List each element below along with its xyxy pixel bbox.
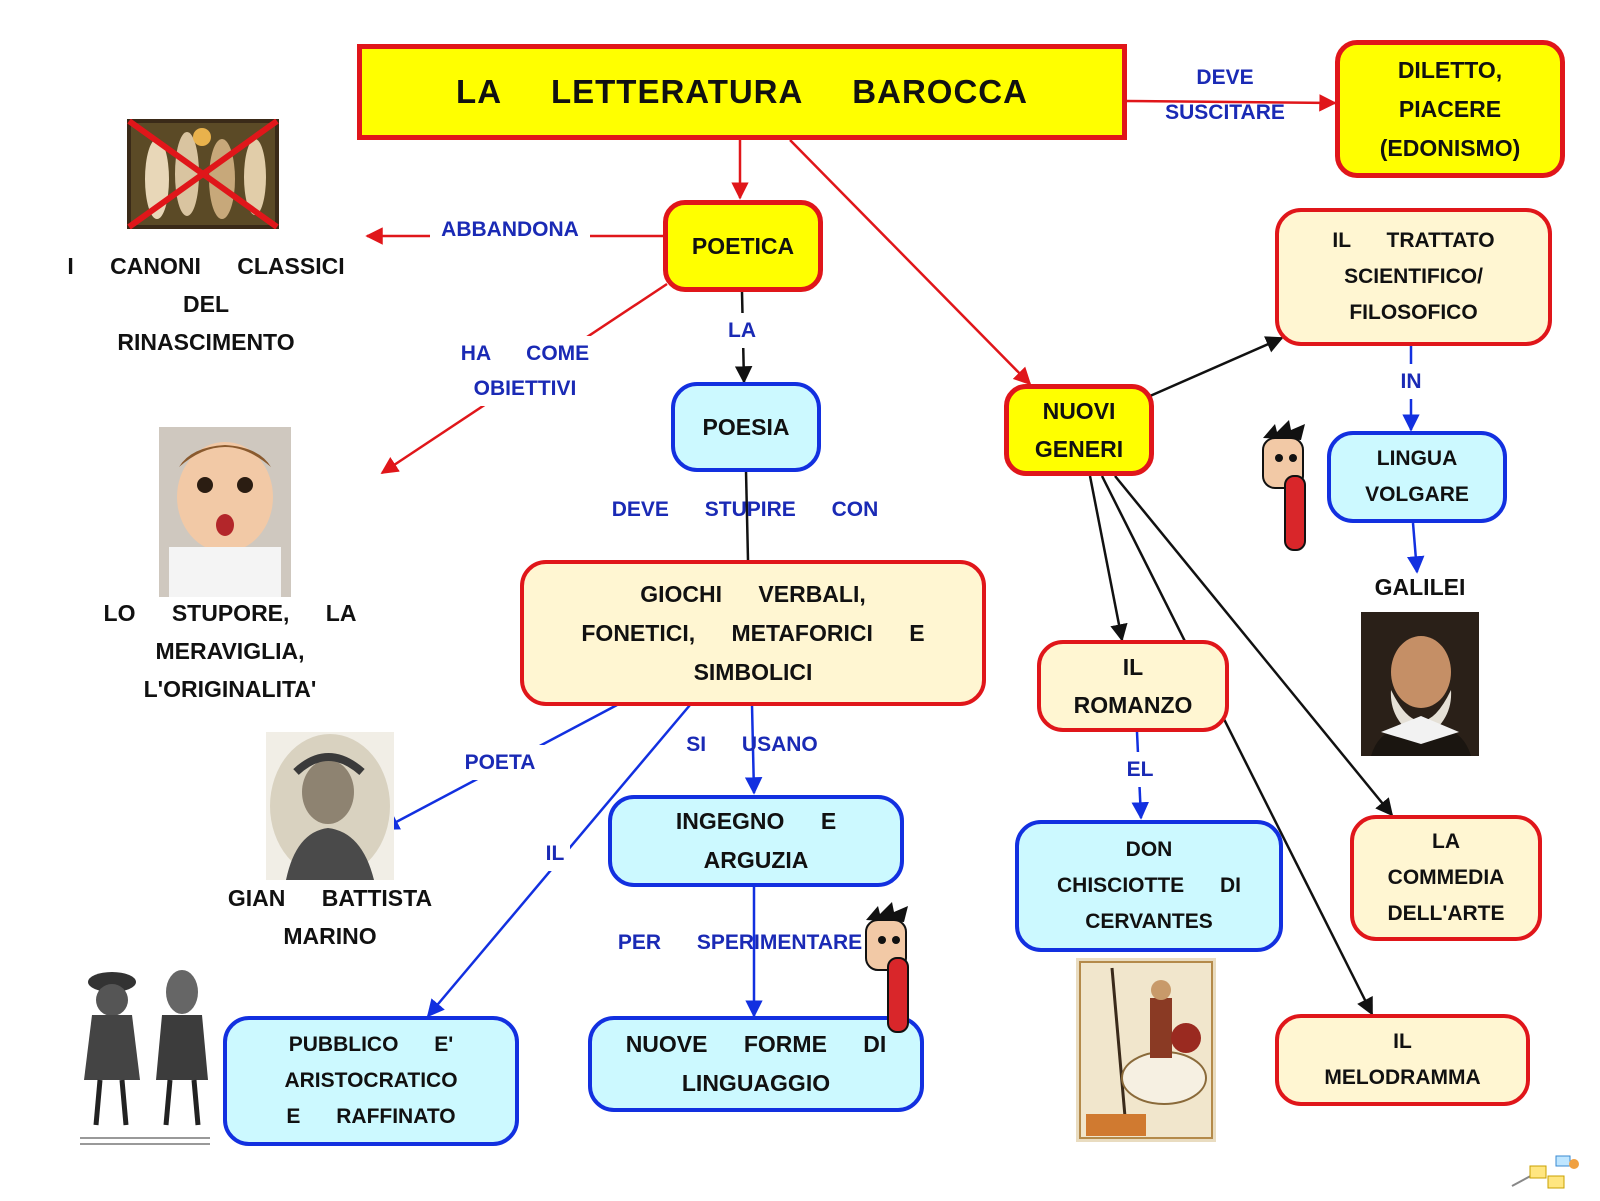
edge-generi-commedia [1114, 475, 1394, 817]
edge-lingua-galilei [1406, 522, 1425, 574]
tongue-out-cartoon-icon-2 [865, 902, 909, 1033]
edge-generi-trattato [1149, 336, 1284, 398]
node-nuovi-generi[interactable]: NUOVI GENERI [1004, 384, 1154, 476]
node-lingua-volgare[interactable]: LINGUA VOLGARE [1327, 431, 1507, 523]
label-per-sperimentare: PER SPERIMENTARE [617, 931, 863, 954]
node-poetica[interactable]: POETICA [663, 200, 823, 292]
label-la: LA [720, 313, 764, 348]
tongue-out-cartoon-icon [1262, 420, 1306, 551]
node-ingegno[interactable]: INGEGNO E ARGUZIA [608, 795, 904, 887]
quixote-poster-image [1076, 958, 1216, 1142]
label-si-usano: SI USANO [686, 733, 818, 756]
edge-title-diletto [1124, 94, 1337, 112]
node-melodramma[interactable]: IL MELODRAMMA [1275, 1014, 1530, 1106]
label-deve-stupire-con: DEVE STUPIRE CON [611, 498, 879, 521]
label-abbandona: ABBANDONA [430, 212, 590, 247]
marino-portrait-image [266, 732, 394, 880]
text-marino: GIAN BATTISTA MARINO [227, 885, 433, 949]
galilei-portrait-image [1361, 612, 1479, 756]
baby-face-image [159, 427, 291, 597]
node-romanzo[interactable]: IL ROMANZO [1037, 640, 1229, 732]
label-il: IL [540, 836, 570, 871]
label-el: EL [1120, 752, 1160, 787]
node-title[interactable]: LA LETTERATURA BAROCCA [357, 44, 1127, 140]
edge-generi-melodramma [1100, 475, 1374, 1016]
mappe-logo-icon [1511, 1155, 1579, 1189]
courtiers-engraving-image [70, 960, 220, 1150]
node-giochi[interactable]: GIOCHI VERBALI, FONETICI, METAFORICI E S… [520, 560, 986, 706]
node-don-chisciotte[interactable]: DON CHISCIOTTE DI CERVANTES [1015, 820, 1283, 952]
edge-giochi-ingegno [744, 704, 763, 795]
node-diletto[interactable]: DILETTO, PIACERE (EDONISMO) [1335, 40, 1565, 178]
node-commedia[interactable]: LA COMMEDIA DELL'ARTE [1350, 815, 1542, 941]
text-canoni: I CANONI CLASSICI DEL RINASCIMENTO [67, 253, 345, 355]
text-galilei: GALILEI [1374, 574, 1466, 600]
label-in: IN [1392, 364, 1430, 399]
label-deve-suscitare: DEVE SUSCITARE [1165, 66, 1285, 124]
node-poesia[interactable]: POESIA [671, 382, 821, 472]
node-pubblico[interactable]: PUBBLICO E' ARISTOCRATICO E RAFFINATO [223, 1016, 519, 1146]
edge-generi-romanzo [1088, 475, 1128, 642]
edge-title-nuovigeneri [789, 139, 1032, 386]
edge-poesia-giochi [744, 470, 750, 561]
node-trattato[interactable]: IL TRATTATO SCIENTIFICO/ FILOSOFICO [1275, 208, 1552, 346]
label-poeta: POETA [455, 745, 545, 780]
rinascimento-painting-image [127, 119, 279, 229]
text-stupore: LO STUPORE, LA MERAVIGLIA, L'ORIGINALITA… [103, 600, 357, 702]
node-nuove-forme[interactable]: NUOVE FORME DI LINGUAGGIO [588, 1016, 924, 1112]
label-ha-come-obiettivi: HA COME OBIETTIVI [445, 336, 605, 406]
